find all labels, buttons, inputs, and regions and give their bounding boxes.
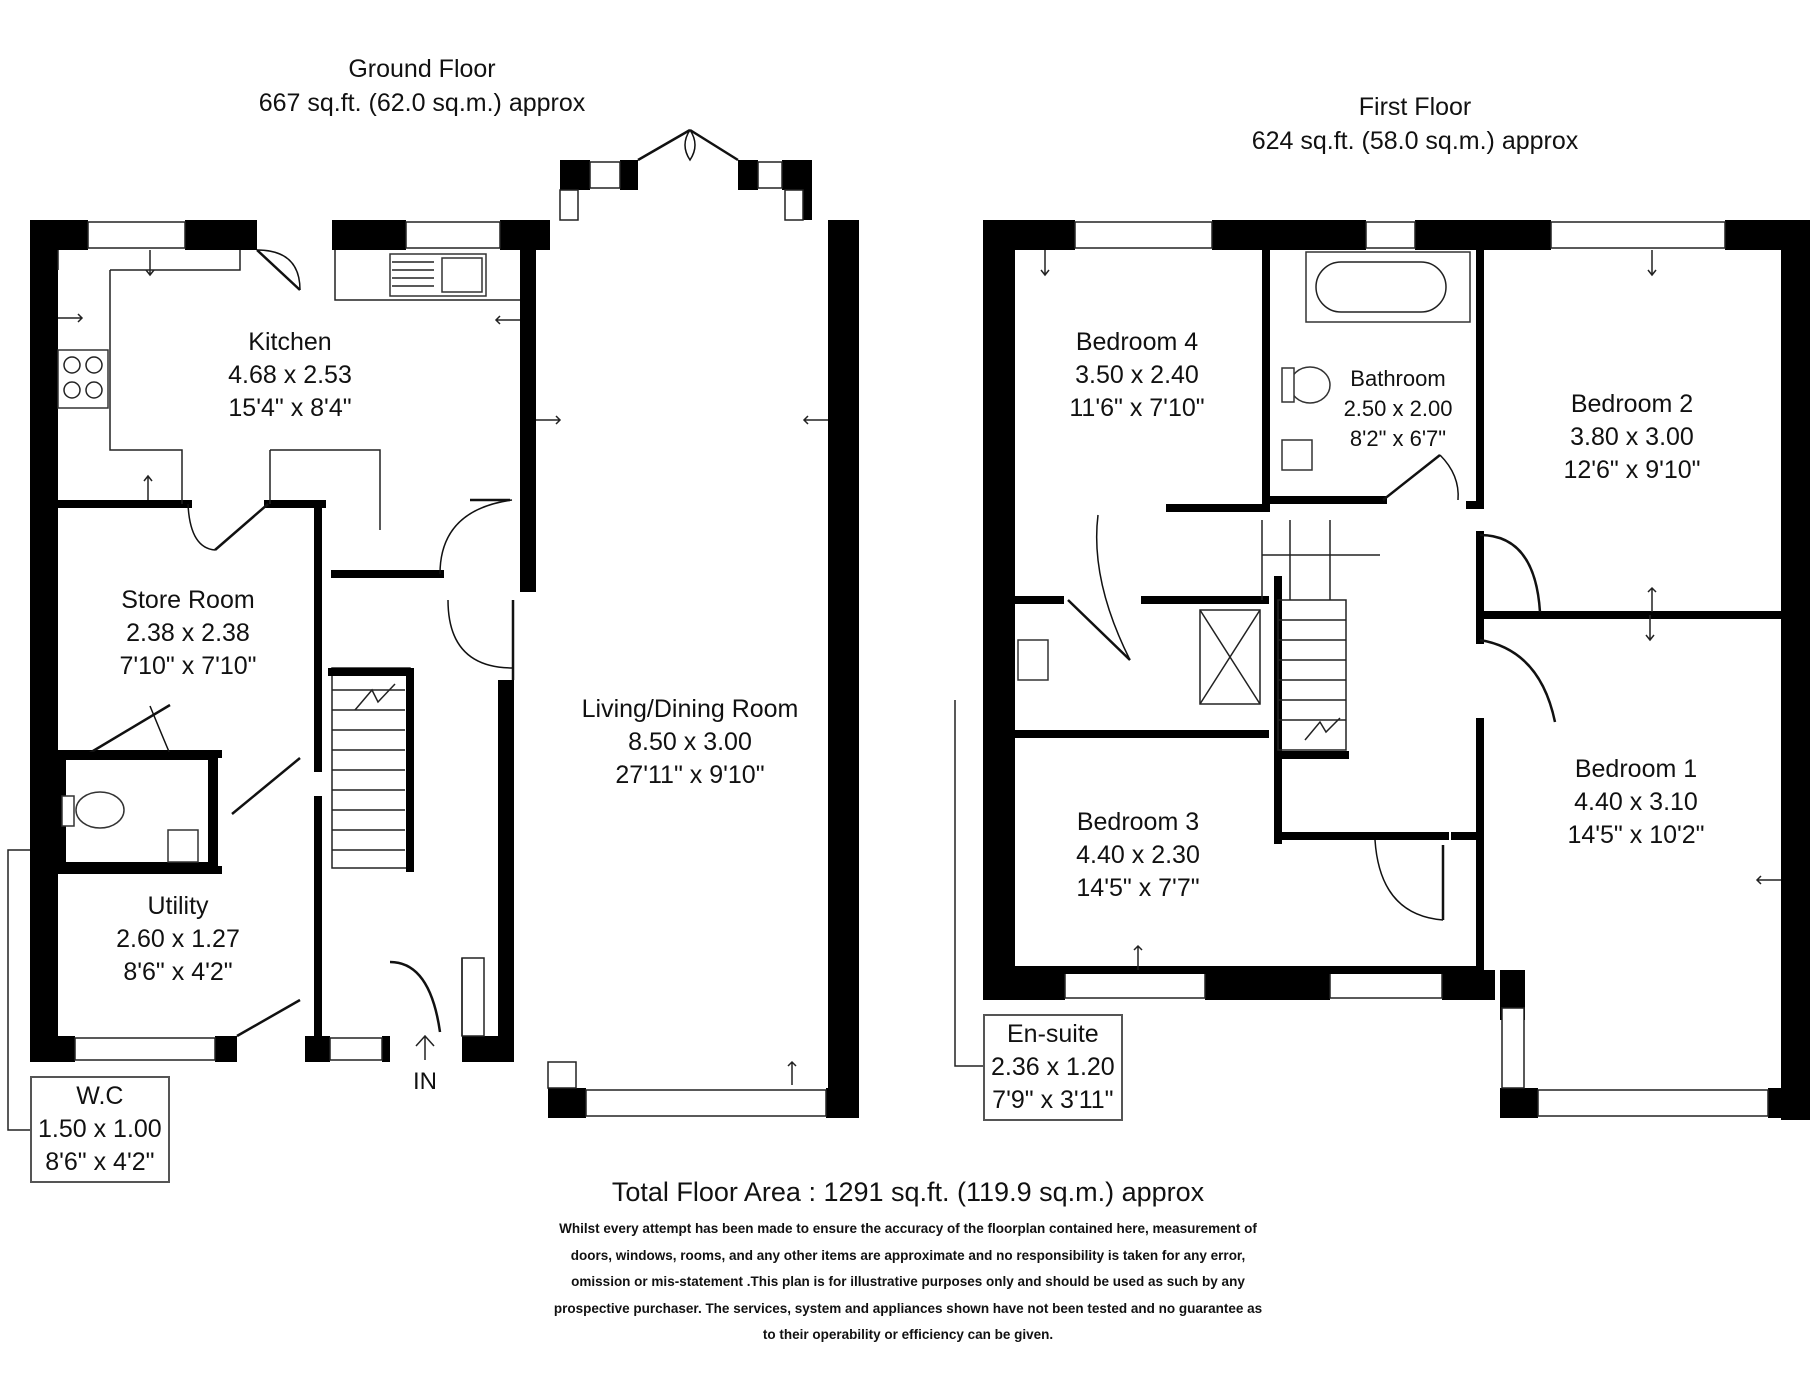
room-name: Utility <box>147 892 209 920</box>
ground-floor-title: Ground Floor <box>348 55 496 83</box>
room-imperial: 7'10" x 7'10" <box>119 652 257 680</box>
room-name: Store Room <box>121 586 255 614</box>
room-label-bedroom-2: Bedroom 2 3.80 x 3.00 12'6" x 9'10" <box>1563 388 1700 487</box>
room-name: Bedroom 2 <box>1570 390 1694 418</box>
room-name: Living/Dining Room <box>581 695 799 723</box>
room-imperial: 12'6" x 9'10" <box>1563 456 1701 484</box>
room-label-bathroom: Bathroom 2.50 x 2.00 8'2" x 6'7" <box>1344 364 1453 454</box>
total-floor-area: Total Floor Area : 1291 sq.ft. (119.9 sq… <box>611 1177 1205 1207</box>
ground-floor-area: 667 sq.ft. (62.0 sq.m.) approx <box>258 89 586 117</box>
room-imperial: 8'6" x 4'2" <box>45 1148 155 1176</box>
room-label-bedroom-1: Bedroom 1 4.40 x 3.10 14'5" x 10'2" <box>1567 753 1704 852</box>
room-name: Kitchen <box>248 328 332 356</box>
room-label-kitchen: Kitchen 4.68 x 2.53 15'4" x 8'4" <box>228 326 352 425</box>
room-name: En-suite <box>1007 1020 1099 1048</box>
room-label-living-dining: Living/Dining Room 8.50 x 3.00 27'11" x … <box>582 693 799 792</box>
ground-floor-heading: Ground Floor 667 sq.ft. (62.0 sq.m.) app… <box>259 52 586 120</box>
room-metric: 4.40 x 2.30 <box>1076 841 1200 869</box>
room-label-utility: Utility 2.60 x 1.27 8'6" x 4'2" <box>116 890 240 989</box>
room-label-wc: W.C 1.50 x 1.00 8'6" x 4'2" <box>30 1076 170 1183</box>
room-metric: 4.40 x 3.10 <box>1574 788 1698 816</box>
first-floor-title: First Floor <box>1358 93 1472 121</box>
room-name: Bedroom 4 <box>1075 328 1199 356</box>
room-imperial: 14'5" x 7'7" <box>1076 874 1200 902</box>
room-imperial: 8'6" x 4'2" <box>123 958 233 986</box>
first-floor-area: 624 sq.ft. (58.0 sq.m.) approx <box>1251 127 1579 155</box>
room-label-ensuite: En-suite 2.36 x 1.20 7'9" x 3'11" <box>983 1014 1123 1121</box>
room-metric: 2.50 x 2.00 <box>1343 396 1453 421</box>
room-metric: 2.36 x 1.20 <box>991 1053 1115 1081</box>
room-name: Bathroom <box>1350 366 1446 391</box>
dimension-arrows <box>58 250 1781 1085</box>
first-floor-heading: First Floor 624 sq.ft. (58.0 sq.m.) appr… <box>1252 90 1579 158</box>
entrance-label: IN <box>413 1068 437 1095</box>
room-metric: 2.38 x 2.38 <box>126 619 250 647</box>
room-name: Bedroom 3 <box>1076 808 1200 836</box>
room-imperial: 14'5" x 10'2" <box>1567 821 1705 849</box>
disclaimer-text: Whilst every attempt has been made to en… <box>553 1221 1263 1342</box>
ground-floor-plan <box>7 128 859 1131</box>
room-label-store-room: Store Room 2.38 x 2.38 7'10" x 7'10" <box>119 584 256 683</box>
first-floor-plan <box>954 220 1810 1120</box>
room-name: W.C <box>76 1082 124 1110</box>
room-metric: 4.68 x 2.53 <box>228 361 352 389</box>
room-imperial: 7'9" x 3'11" <box>992 1086 1114 1114</box>
room-name: Bedroom 1 <box>1574 755 1698 783</box>
room-label-bedroom-3: Bedroom 3 4.40 x 2.30 14'5" x 7'7" <box>1076 806 1200 905</box>
room-imperial: 15'4" x 8'4" <box>228 394 352 422</box>
room-metric: 3.50 x 2.40 <box>1075 361 1199 389</box>
room-imperial: 8'2" x 6'7" <box>1349 426 1447 451</box>
room-metric: 8.50 x 3.00 <box>628 728 752 756</box>
room-label-bedroom-4: Bedroom 4 3.50 x 2.40 11'6" x 7'10" <box>1069 326 1204 425</box>
room-metric: 2.60 x 1.27 <box>116 925 240 953</box>
room-metric: 3.80 x 3.00 <box>1570 423 1694 451</box>
room-imperial: 11'6" x 7'10" <box>1069 394 1205 422</box>
room-imperial: 27'11" x 9'10" <box>615 761 765 789</box>
room-metric: 1.50 x 1.00 <box>38 1115 162 1143</box>
